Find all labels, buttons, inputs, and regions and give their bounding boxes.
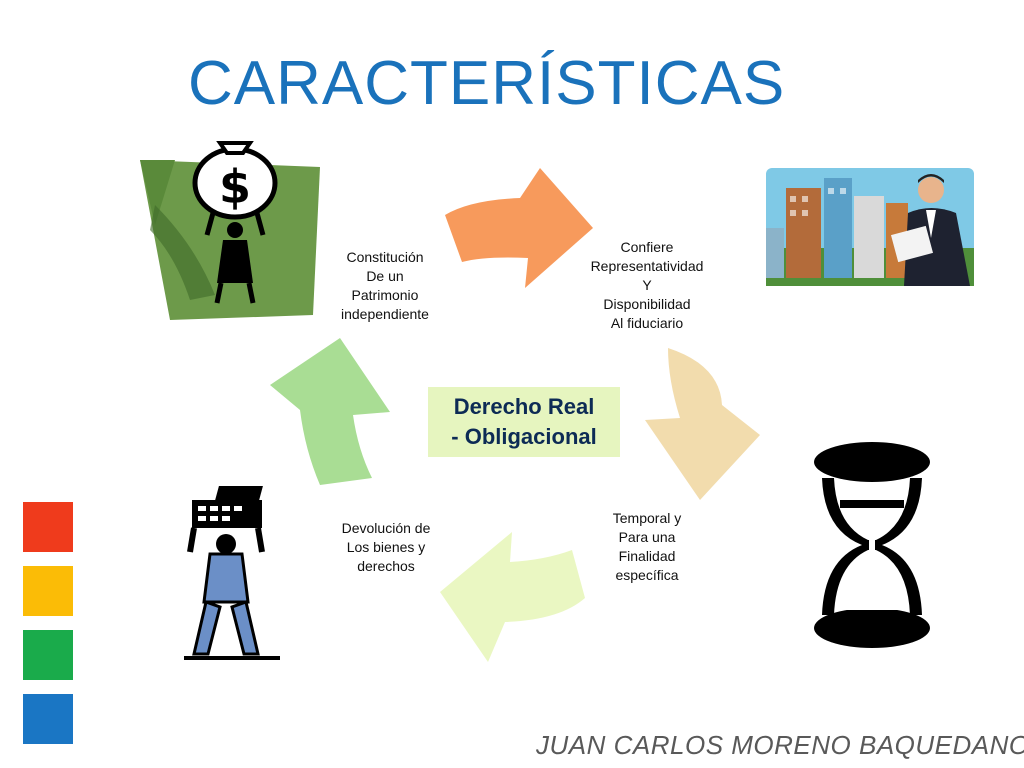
money-bag-icon: $ xyxy=(135,135,325,325)
center-line-1: Derecho Real xyxy=(454,392,595,422)
businessman-icon xyxy=(766,168,974,286)
hourglass-icon xyxy=(812,440,932,650)
arrow-right xyxy=(645,348,760,500)
node-text-bottom-right: Temporal y Para una Finalidad específica xyxy=(592,509,702,585)
node-text-bottom-left: Devolución de Los bienes y derechos xyxy=(330,519,442,576)
node-text-top-right: Confiere Representatividad Y Disponibili… xyxy=(578,238,716,333)
node-text-top-left: Constitución De un Patrimonio independie… xyxy=(330,248,440,324)
decor-square-blue xyxy=(23,694,73,744)
author-name: JUAN CARLOS MORENO BAQUEDANO xyxy=(536,730,1024,761)
svg-text:$: $ xyxy=(219,160,251,214)
center-box: Derecho Real - Obligacional xyxy=(428,387,620,457)
arrow-left xyxy=(270,338,390,485)
decor-square-yellow xyxy=(23,566,73,616)
center-line-2: - Obligacional xyxy=(451,422,596,452)
arrow-top xyxy=(445,168,593,288)
decor-square-green xyxy=(23,630,73,680)
decor-square-red xyxy=(23,502,73,552)
cash-register-icon xyxy=(180,482,290,664)
arrow-bottom xyxy=(440,532,585,662)
